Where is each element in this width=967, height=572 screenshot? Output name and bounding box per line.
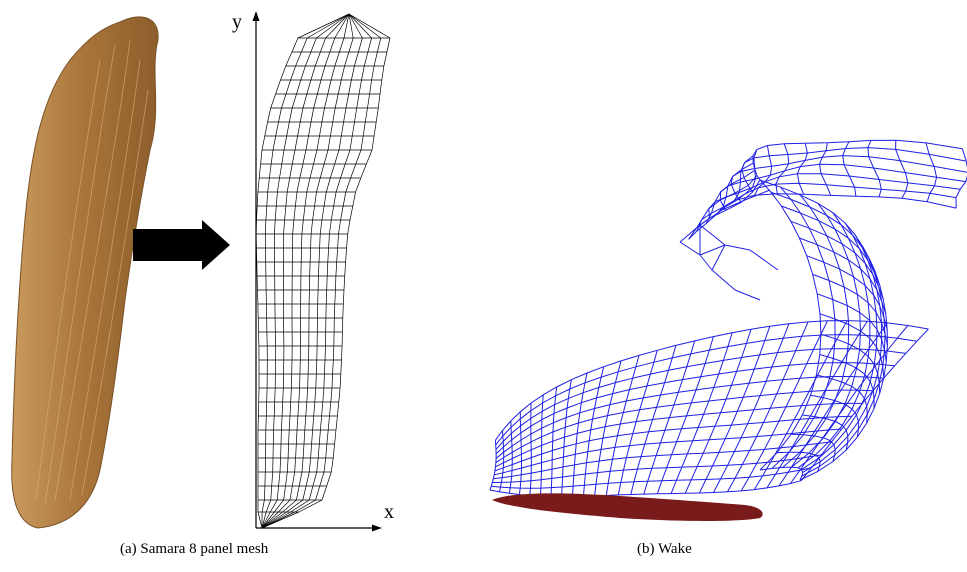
- coordinate-axes: [255, 18, 375, 529]
- caption-panel-mesh: (a) Samara 8 panel mesh: [120, 541, 269, 557]
- samara-seed-image: [11, 16, 159, 529]
- arrow-icon: [133, 220, 230, 270]
- x-axis-label: x: [384, 501, 394, 523]
- y-axis-arrow-icon: [252, 11, 260, 21]
- wing-section: [492, 493, 763, 521]
- y-axis-label: y: [232, 11, 242, 33]
- caption-wake: (b) Wake: [637, 541, 692, 557]
- samara-panel-mesh: [255, 13, 391, 529]
- x-axis-arrow-icon: [372, 524, 382, 532]
- wake-mesh: [489, 139, 967, 498]
